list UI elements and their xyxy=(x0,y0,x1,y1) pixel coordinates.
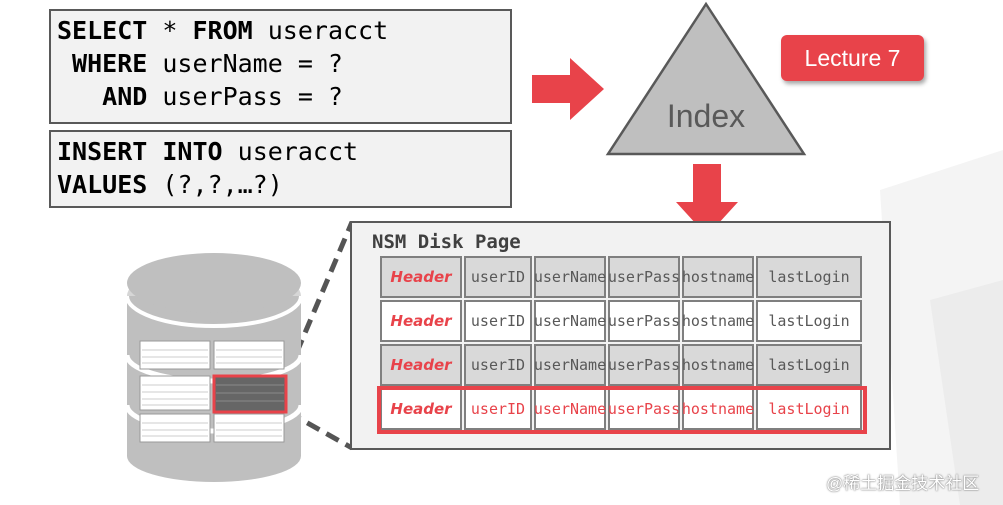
attribute-cell: userName xyxy=(534,256,606,298)
attribute-cell: userID xyxy=(464,300,532,342)
attribute-cell: userID xyxy=(464,256,532,298)
attribute-cell: userName xyxy=(534,300,606,342)
attribute-cell: userID xyxy=(464,388,532,430)
database-icon xyxy=(124,253,304,482)
nsm-page-title: NSM Disk Page xyxy=(372,231,521,253)
sql-keyword: FROM xyxy=(192,16,253,45)
index-triangle xyxy=(605,1,807,156)
attribute-cell: userName xyxy=(534,344,606,386)
sql-text: * xyxy=(147,16,193,45)
attribute-cell: userPass xyxy=(608,388,680,430)
sql-keyword: SELECT xyxy=(57,16,148,45)
attribute-cell: userPass xyxy=(608,300,680,342)
sql-text: userName = ? xyxy=(147,49,343,78)
attribute-cell: lastLogin xyxy=(756,300,862,342)
attribute-cell: userPass xyxy=(608,344,680,386)
attribute-cell: userPass xyxy=(608,256,680,298)
sql-keyword: INTO xyxy=(162,137,223,166)
attribute-cell: hostname xyxy=(682,300,754,342)
sql-keyword: WHERE xyxy=(57,49,148,78)
sql-keyword: AND xyxy=(57,82,148,111)
sql-text: userPass = ? xyxy=(147,82,343,111)
header-cell: Header xyxy=(380,344,462,386)
highlighted-tuple-frame xyxy=(377,386,867,434)
right-arrow-icon xyxy=(532,58,604,120)
sql-keyword: INSERT xyxy=(57,137,148,166)
down-arrow-icon xyxy=(676,164,738,236)
header-cell: Header xyxy=(380,388,462,430)
attribute-cell: hostname xyxy=(682,388,754,430)
sql-text: useracct xyxy=(222,137,359,166)
attribute-cell: hostname xyxy=(682,344,754,386)
header-cell: Header xyxy=(380,256,462,298)
sql-text: (?,?,…?) xyxy=(147,170,283,199)
attribute-cell: lastLogin xyxy=(756,256,862,298)
header-cell: Header xyxy=(380,300,462,342)
attribute-cell: hostname xyxy=(682,256,754,298)
attribute-cell: userID xyxy=(464,344,532,386)
select-query-box: SELECT * FROM useracct WHERE userName = … xyxy=(49,9,512,124)
index-label: Index xyxy=(667,98,745,134)
sql-keyword: VALUES xyxy=(57,170,148,199)
sql-text: useracct xyxy=(252,16,389,45)
attribute-cell: lastLogin xyxy=(756,344,862,386)
insert-query-box: INSERT INTO useracct VALUES (?,?,…?) xyxy=(49,130,512,208)
watermark: @稀土掘金技术社区 xyxy=(826,474,980,493)
attribute-cell: userName xyxy=(534,388,606,430)
lecture-badge: Lecture 7 xyxy=(781,35,924,81)
